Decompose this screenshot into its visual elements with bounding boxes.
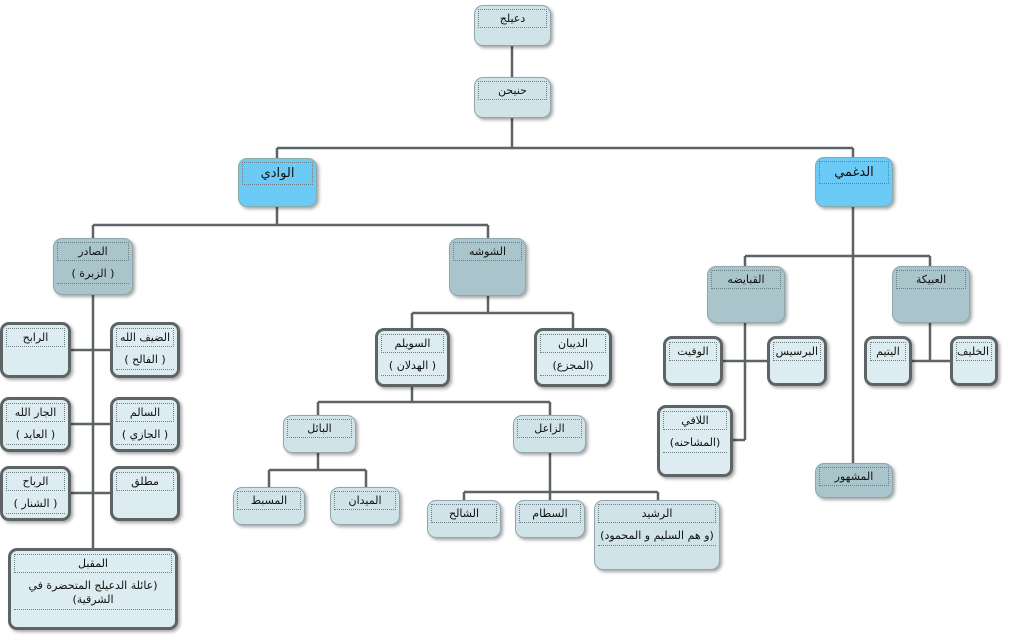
tree-node-daghmi: الدغمي bbox=[815, 157, 893, 207]
tree-node-dhaifallah: الضيف الله ( الفالح ) bbox=[110, 322, 180, 378]
node-name: السطام bbox=[519, 504, 581, 523]
tree-node-barsis: البرسيس bbox=[767, 336, 827, 386]
tree-node-rabeh: الرابح bbox=[0, 322, 71, 378]
tree-node-wadi: الوادي bbox=[238, 158, 317, 207]
node-subtitle: ( الزبرة ) bbox=[57, 267, 129, 284]
tree-node-obaikah: العبيكة bbox=[892, 266, 970, 323]
tree-node-dibyan: الديبان (المجزع) bbox=[534, 328, 612, 387]
tree-node-musabbat: المسبط bbox=[233, 487, 305, 525]
node-name: المسبط bbox=[237, 491, 301, 510]
node-subtitle: (و هم السليم و المحمود) bbox=[598, 529, 716, 546]
node-name: الجار الله bbox=[6, 403, 65, 422]
node-name: الصادر bbox=[57, 242, 129, 261]
node-name: السالم bbox=[116, 403, 174, 422]
node-name: الوفيت bbox=[669, 342, 717, 361]
node-name: البائل bbox=[287, 419, 352, 438]
tree-node-sattam: السطام bbox=[515, 500, 585, 538]
node-name: مطلق bbox=[116, 472, 174, 491]
node-name: الميدان bbox=[334, 491, 396, 510]
tree-node-mutlaq: مطلق bbox=[110, 466, 180, 521]
node-subtitle: ( الشنار ) bbox=[6, 497, 65, 514]
node-name: الزاعل bbox=[517, 419, 582, 438]
node-name: الخليف bbox=[956, 342, 992, 361]
node-name: الشالح bbox=[431, 504, 497, 523]
tree-node-salem: السالم ( الجازي ) bbox=[110, 397, 180, 452]
node-subtitle: (المشاحنه) bbox=[663, 436, 727, 453]
tree-node-yatim: اليتيم bbox=[864, 336, 912, 386]
tree-node-khalif: الخليف bbox=[950, 336, 998, 386]
node-name: الدغمي bbox=[819, 161, 889, 184]
tree-node-shaleh: الشالح bbox=[427, 500, 501, 538]
tree-node-wafit: الوفيت bbox=[663, 336, 723, 386]
node-name: اللافي bbox=[663, 411, 727, 430]
node-name: السويلم bbox=[381, 334, 444, 353]
tree-node-sader: الصادر ( الزبرة ) bbox=[53, 238, 133, 295]
tree-node-mashhour: المشهور bbox=[815, 463, 893, 498]
tree-node-dueilij: دعيلج bbox=[474, 5, 551, 46]
node-name: الرابح bbox=[6, 328, 65, 347]
tree-node-sweilem: السويلم ( الهدلان ) bbox=[375, 328, 450, 387]
tree-node-bayel: البائل bbox=[283, 415, 356, 453]
node-name: المشهور bbox=[819, 467, 889, 486]
tree-node-qbaidah: القبايضه bbox=[707, 266, 785, 323]
tree-node-jarallah: الجار الله ( العايد ) bbox=[0, 397, 71, 452]
node-name: العبيكة bbox=[896, 270, 966, 289]
tree-node-shusheh: الشوشه bbox=[449, 238, 526, 296]
node-name: اليتيم bbox=[870, 342, 906, 361]
node-subtitle: (المجزع) bbox=[540, 359, 606, 376]
node-name: الديبان bbox=[540, 334, 606, 353]
tree-node-muqbil: المقبل (عائلة الدعيلج المتحضرة في الشرقية… bbox=[8, 548, 178, 630]
node-name: الرباح bbox=[6, 472, 65, 491]
tree-node-maidan: الميدان bbox=[330, 487, 400, 525]
node-subtitle: ( الهدلان ) bbox=[381, 359, 444, 376]
tree-node-zaal: الزاعل bbox=[513, 415, 586, 453]
node-subtitle: ( العايد ) bbox=[6, 428, 65, 445]
tree-node-rabbah: الرباح ( الشنار ) bbox=[0, 466, 71, 521]
node-name: المقبل bbox=[14, 554, 172, 573]
node-subtitle: ( الجازي ) bbox=[116, 428, 174, 445]
tree-node-hnaihen: حنيحن bbox=[474, 77, 551, 118]
tree-node-rashid: الرشيد (و هم السليم و المحمود) bbox=[594, 500, 720, 570]
node-subtitle: ( الفالح ) bbox=[116, 353, 174, 370]
node-name: الشوشه bbox=[453, 242, 522, 261]
node-name: البرسيس bbox=[773, 342, 821, 361]
tree-node-lafi: اللافي (المشاحنه) bbox=[657, 405, 733, 477]
node-subtitle: (عائلة الدعيلج المتحضرة في الشرقية) bbox=[14, 579, 172, 610]
node-name: الضيف الله bbox=[116, 328, 174, 347]
node-name: الرشيد bbox=[598, 504, 716, 523]
node-name: الوادي bbox=[242, 162, 313, 185]
node-name: دعيلج bbox=[478, 9, 547, 28]
node-name: حنيحن bbox=[478, 81, 547, 100]
node-name: القبايضه bbox=[711, 270, 781, 289]
